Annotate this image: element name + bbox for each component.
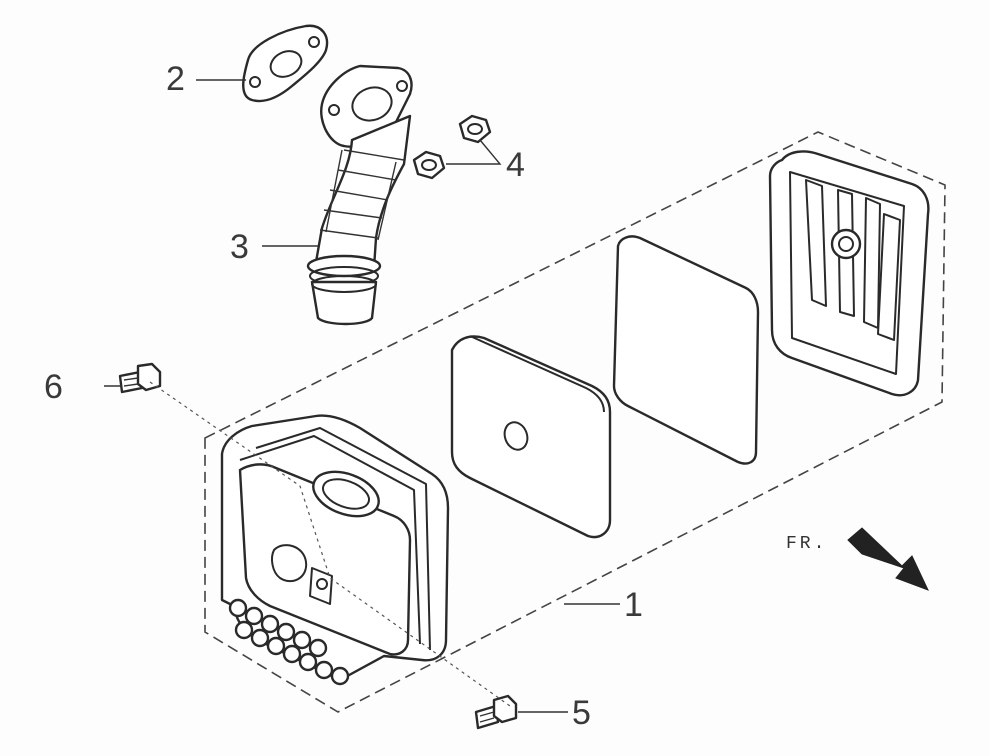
- callout-1: 1: [624, 586, 643, 624]
- foam-filter: [450, 335, 612, 539]
- front-direction-arrow-icon: [847, 527, 929, 591]
- callout-6: 6: [44, 368, 63, 406]
- callout-4: 4: [506, 146, 525, 184]
- callout-2: 2: [166, 60, 185, 98]
- assembly-axis-line: [149, 381, 511, 707]
- callout-3: 3: [230, 228, 249, 266]
- gasket-part: [242, 24, 329, 103]
- filter-element: [612, 235, 760, 465]
- air-cleaner-cover: [768, 150, 930, 397]
- air-cleaner-assembly-boundary: [204, 131, 946, 713]
- callout-5: 5: [572, 694, 591, 732]
- bolt-part-6: [118, 362, 162, 394]
- leader-lines: [104, 79, 620, 713]
- intake-elbow-tube-part: [306, 64, 413, 326]
- flange-nut-lower: [412, 150, 446, 180]
- front-direction-label: FR.: [786, 534, 828, 554]
- bolt-part-5: [474, 694, 518, 730]
- flange-nut-upper: [458, 114, 492, 144]
- air-cleaner-case: [220, 414, 450, 686]
